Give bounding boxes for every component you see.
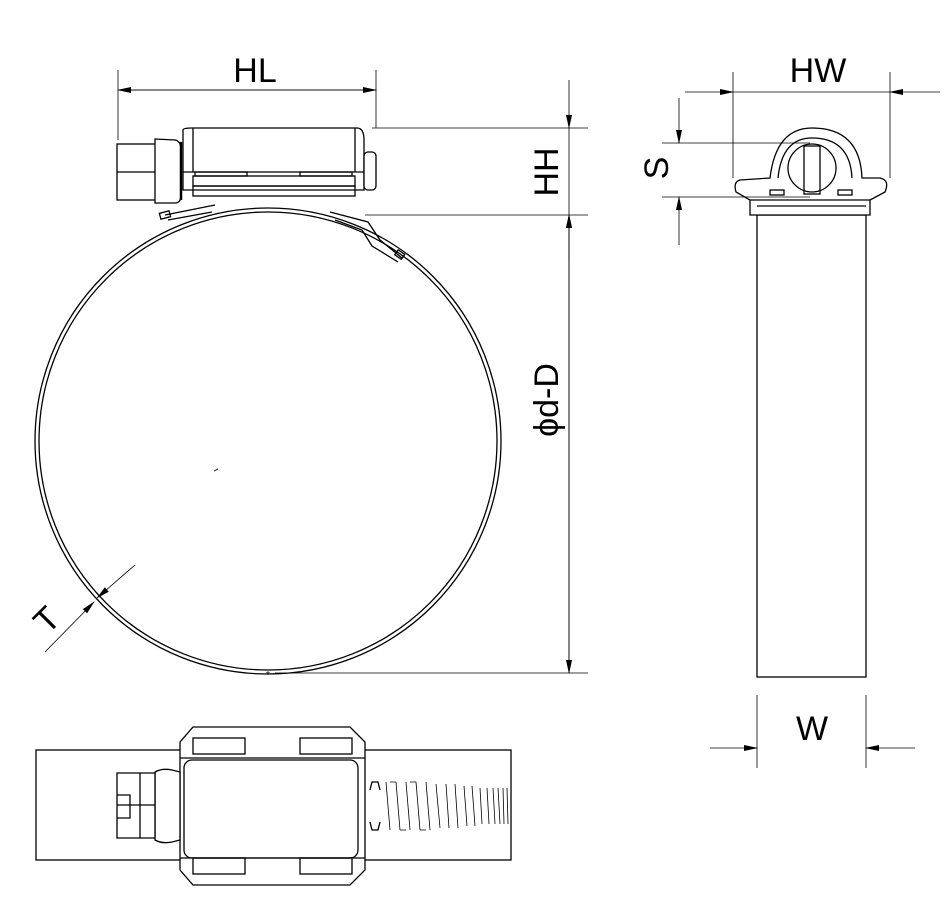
label-s: S: [638, 157, 676, 180]
housing: [182, 127, 365, 191]
label-hh: HH: [528, 147, 566, 196]
top-view: [35, 726, 512, 886]
dimension-s: S: [638, 98, 810, 245]
housing-top: [179, 726, 366, 886]
side-view: HW S W: [638, 52, 940, 768]
label-hw: HW: [790, 52, 847, 90]
dimension-diameter: ϕd-D: [275, 214, 588, 674]
dimension-hl: HL: [117, 52, 377, 140]
screw-top: [116, 768, 181, 844]
label-diameter: ϕd-D: [528, 363, 566, 437]
band-side: [756, 214, 867, 678]
svg-text:*: *: [266, 670, 270, 681]
dimension-hh: HH: [365, 80, 588, 262]
dimension-t: T: [26, 564, 136, 653]
dimension-hw: HW: [685, 52, 940, 178]
label-w: W: [796, 710, 828, 748]
band-outer: [34, 207, 502, 675]
label-hl: HL: [233, 52, 276, 90]
front-view: * HL HH ϕd-D T: [26, 52, 588, 681]
worm-threads: [369, 781, 509, 831]
band-inner: [38, 211, 498, 671]
screw-head: [116, 138, 183, 204]
dimension-w: W: [710, 695, 915, 768]
